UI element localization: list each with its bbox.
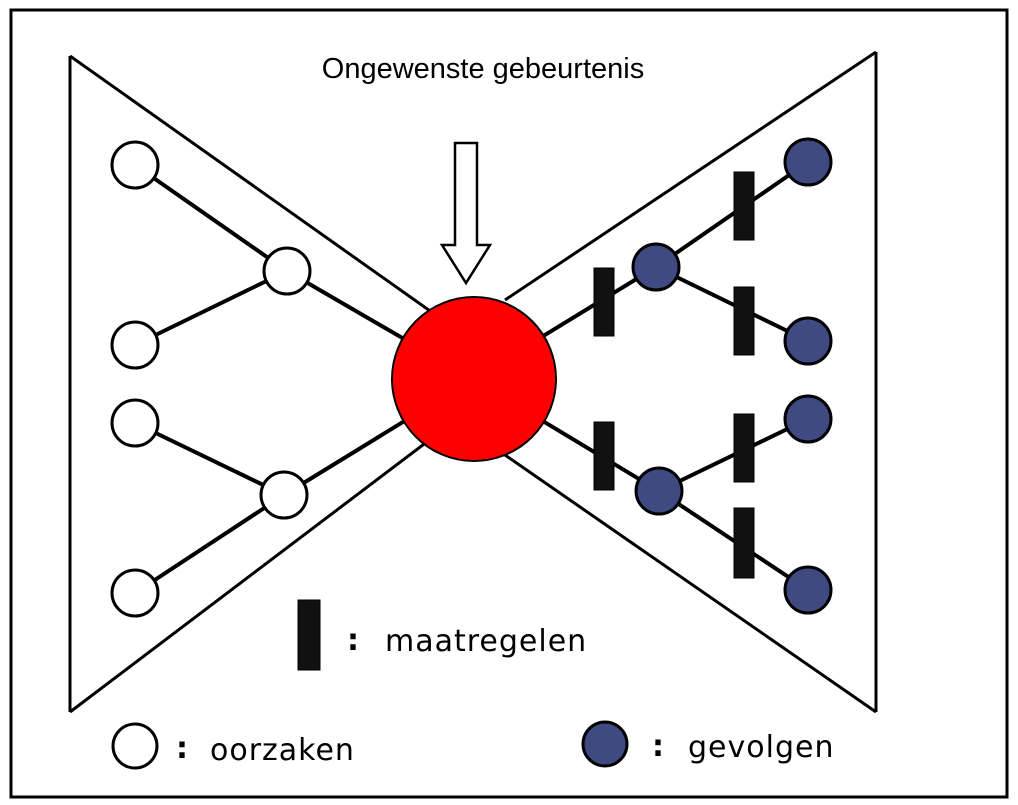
- left-upper-diagonal: [69, 54, 441, 320]
- measure-bar: [593, 267, 615, 337]
- connection-line: [134, 269, 288, 347]
- cause-legend-icon: [111, 722, 159, 770]
- measures: [593, 171, 755, 579]
- measure-bar: [733, 286, 755, 356]
- connection-line: [655, 265, 809, 343]
- cause-node: [110, 320, 160, 370]
- consequence-node: [783, 565, 833, 615]
- consequence-legend-icon: [581, 720, 629, 768]
- legend-causes-label: oorzaken: [210, 733, 355, 768]
- legend-colon: :: [176, 731, 188, 766]
- diagram-title: Ongewenste gebeurtenis: [322, 53, 644, 85]
- outer-frame: [9, 8, 1009, 799]
- connection-line: [133, 163, 289, 273]
- connection-line: [654, 160, 810, 269]
- connection-line: [134, 421, 285, 497]
- measure-bar: [733, 171, 755, 241]
- left-lower-diagonal: [69, 430, 441, 714]
- consequence-node: [631, 242, 681, 292]
- down-arrow-icon: [439, 141, 493, 286]
- legend-consequences: : gevolgen: [581, 720, 834, 768]
- legend-consequences-label: gevolgen: [688, 730, 834, 765]
- legend-causes: : oorzaken: [111, 722, 355, 770]
- measure-legend-icon: [297, 599, 321, 671]
- measure-bar: [733, 507, 755, 579]
- red-circle-icon: [391, 296, 557, 462]
- legend-colon: :: [347, 623, 359, 658]
- cause-node: [110, 398, 160, 448]
- cause-node: [262, 246, 312, 296]
- consequence-node: [783, 394, 833, 444]
- bowtie-outline: [68, 50, 878, 714]
- consequence-node: [634, 466, 684, 516]
- causes: [110, 140, 312, 618]
- cause-node: [259, 470, 309, 520]
- right-lower-diagonal: [504, 453, 877, 714]
- legend-measures-label: maatregelen: [385, 624, 587, 659]
- connection-line: [133, 493, 286, 595]
- right-upper-diagonal: [504, 50, 877, 302]
- measure-bar: [733, 413, 755, 483]
- consequence-node: [783, 137, 833, 187]
- legend-colon: :: [652, 729, 664, 764]
- legend-measures: : maatregelen: [297, 599, 587, 671]
- consequences: [631, 137, 833, 615]
- measure-bar: [593, 421, 615, 491]
- cause-node: [110, 568, 160, 618]
- cause-node: [110, 140, 160, 190]
- consequence-node: [783, 316, 833, 366]
